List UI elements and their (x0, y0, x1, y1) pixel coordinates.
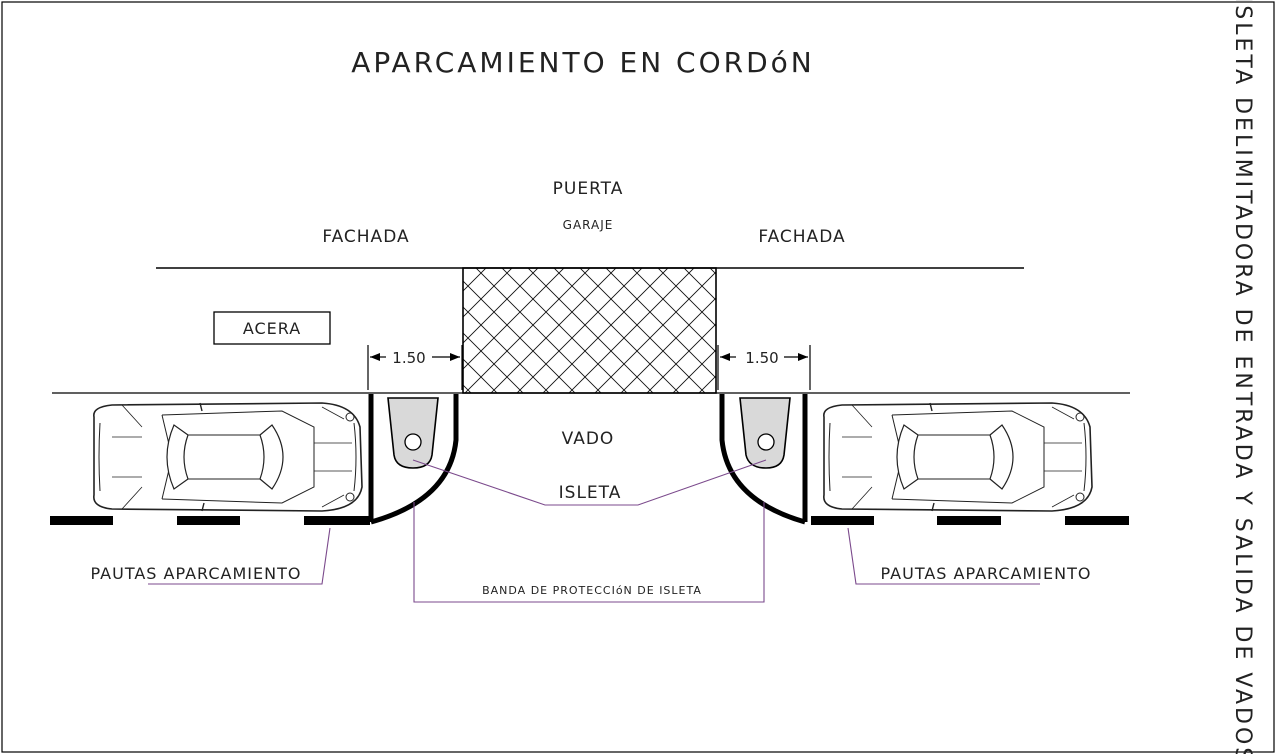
pautas-right-label: PAUTAS APARCAMIENTO (881, 564, 1092, 583)
garage-door-hatch (462, 267, 717, 394)
acera-label: ACERA (243, 319, 301, 338)
pautas-left-label: PAUTAS APARCAMIENTO (91, 564, 302, 583)
pautas-leaders (148, 527, 1040, 585)
fachada-right-label: FACHADA (758, 227, 845, 247)
puerta-label: PUERTA (553, 179, 624, 199)
garaje-label: GARAJE (563, 218, 614, 232)
island-left (368, 394, 459, 525)
vado-label: VADO (562, 429, 615, 449)
isleta-label: ISLETA (559, 483, 622, 503)
isleta-leaders (412, 459, 767, 506)
dimension-left-label: 1.50 (392, 349, 425, 367)
dimension-right-label: 1.50 (745, 349, 778, 367)
acera-box (213, 311, 331, 345)
banda-leader (413, 502, 765, 603)
car-left (93, 402, 363, 512)
parking-guides (50, 516, 1129, 525)
banda-label: BANDA DE PROTECCIóN DE ISLETA (482, 584, 702, 597)
island-right (719, 394, 808, 525)
dimension-right (717, 345, 811, 390)
dimension-left (367, 345, 463, 390)
car-right (823, 402, 1093, 512)
side-title: ISLETA DELIMITADORA DE ENTRADA Y SALIDA … (1230, 0, 1255, 754)
fachada-left-label: FACHADA (322, 227, 409, 247)
diagram-title: APARCAMIENTO EN CORDóN (351, 46, 814, 79)
